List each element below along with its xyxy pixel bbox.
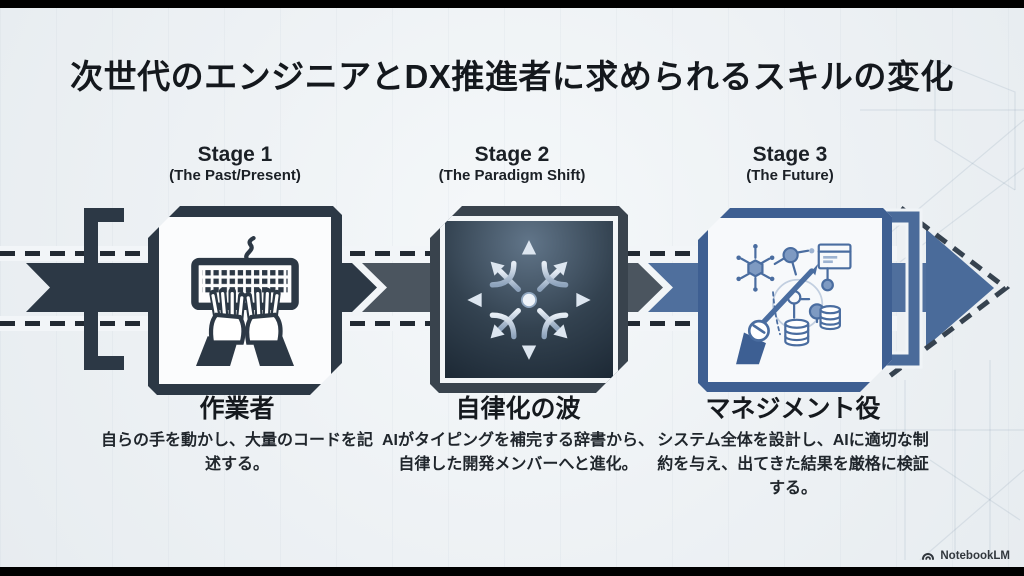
stage-2-name: Stage 2 [474, 143, 550, 166]
stage-3-description: システム全体を設計し、AIに適切な制約を与え、出てきた結果を厳格に検証する。 [657, 432, 929, 497]
left-bracket [84, 208, 124, 370]
notebooklm-icon [922, 553, 935, 560]
stage-3-name: Stage 3 [752, 143, 828, 166]
stage-1-era: (The Past/Present) [169, 167, 301, 185]
stage-3-icon-box [698, 208, 892, 392]
keyboard-typing-hands-icon [181, 236, 309, 366]
dashed-arrowhead-outline [885, 206, 1011, 380]
stage-2-description: AIがタイピングを補完する辞書から、自律した開発メンバーへと進化。 [381, 432, 654, 473]
stage-3-era: (The Future) [746, 167, 834, 185]
stage-2-icon-box [430, 206, 628, 393]
system-orchestration-icon [729, 234, 861, 366]
stage-1-name: Stage 1 [197, 143, 273, 166]
stage-2-era: (The Paradigm Shift) [438, 167, 586, 185]
radiating-arrows-icon [462, 233, 596, 367]
stage-3-header: Stage 3 (The Future) [650, 143, 930, 186]
notebooklm-logo: NotebookLM [921, 549, 1010, 563]
stage-2-header: Stage 2 (The Paradigm Shift) [372, 143, 652, 186]
stage-1-role-label: 作業者 [199, 395, 275, 423]
stage-1-header: Stage 1 (The Past/Present) [95, 143, 375, 186]
top-letterbox-bar [0, 0, 1024, 8]
notebooklm-wordmark: NotebookLM [940, 550, 1010, 562]
slide-title: 次世代のエンジニアとDX推進者に求められるスキルの変化 [70, 58, 954, 95]
stage-1-icon-box [148, 206, 342, 395]
bottom-letterbox-bar [0, 567, 1024, 576]
stage-3-role-label: マネジメント役 [705, 395, 881, 423]
stage-1-description: 自らの手を動かし、大量のコードを記述する。 [100, 432, 373, 473]
stage-2-role-label: 自律化の波 [455, 395, 581, 423]
timeline-arrowhead [926, 229, 994, 347]
